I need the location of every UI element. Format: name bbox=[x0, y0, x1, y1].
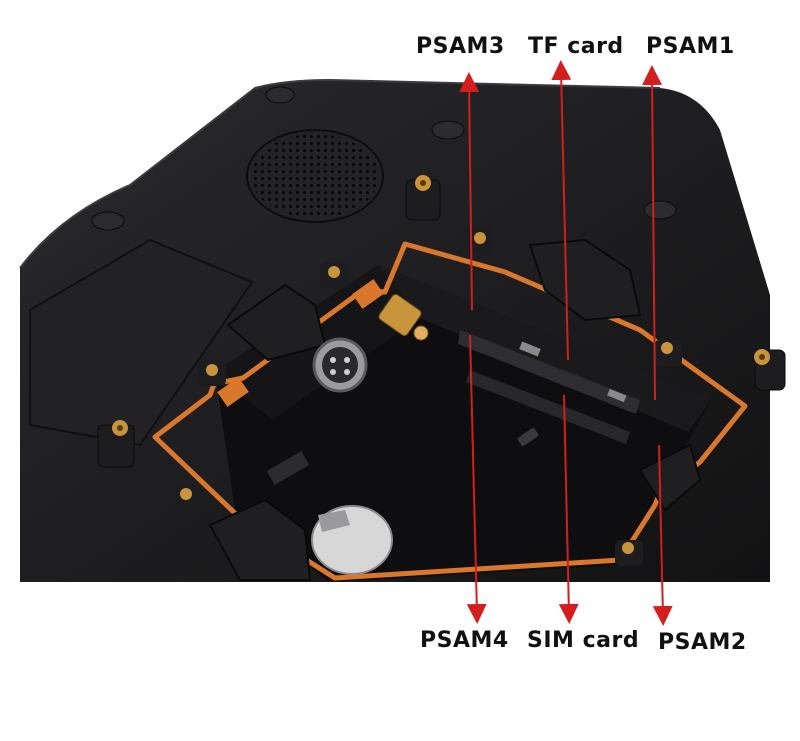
recessed-panel bbox=[29, 238, 254, 447]
label-sim-card: SIM card bbox=[527, 628, 640, 653]
gasket-tab-left bbox=[217, 377, 249, 407]
sma-antenna-connector-icon bbox=[378, 294, 429, 341]
label-psam1: PSAM1 bbox=[646, 34, 735, 59]
screw-posts bbox=[97, 175, 786, 566]
label-psam4: PSAM4 bbox=[420, 628, 509, 653]
label-tf-card: TF card bbox=[528, 34, 624, 59]
label-psam3: PSAM3 bbox=[416, 34, 505, 59]
annotation-arrows bbox=[459, 60, 673, 626]
arrow-tf-card bbox=[551, 60, 572, 361]
arrow-psam3 bbox=[459, 72, 480, 311]
arrow-psam4 bbox=[466, 334, 487, 624]
gasket-tab-top bbox=[352, 279, 384, 309]
arrow-psam1 bbox=[642, 65, 663, 401]
label-psam2: PSAM2 bbox=[658, 630, 747, 655]
orange-gasket bbox=[152, 241, 748, 581]
clip-brackets bbox=[208, 238, 702, 581]
arrow-sim-card bbox=[558, 394, 579, 624]
arrow-psam2 bbox=[652, 444, 673, 626]
aviation-connector-icon bbox=[312, 337, 368, 393]
speaker-grille-icon bbox=[246, 129, 384, 223]
coin-cell-battery-icon bbox=[311, 505, 393, 575]
